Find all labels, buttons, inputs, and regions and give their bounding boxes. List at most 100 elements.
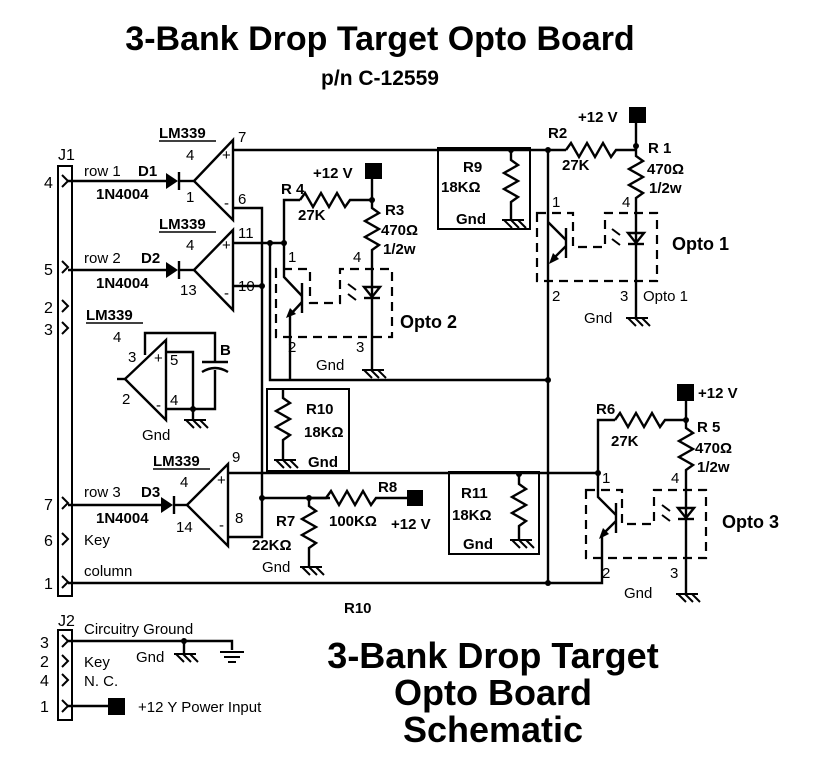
- footer-title-line3: Schematic: [403, 709, 583, 750]
- svg-text:9: 9: [232, 449, 240, 466]
- svg-text:13: 13: [180, 282, 197, 299]
- svg-text:+12 V: +12 V: [578, 109, 618, 126]
- svg-text:470Ω: 470Ω: [381, 222, 418, 239]
- footer-title-line2: Opto Board: [394, 672, 592, 713]
- j1-pin-5: 5: [44, 262, 53, 279]
- svg-text:1/2w: 1/2w: [383, 241, 416, 258]
- svg-text:8: 8: [235, 510, 243, 527]
- svg-text:R10: R10: [306, 401, 334, 418]
- svg-text:4: 4: [622, 194, 630, 211]
- connector-j2: J2 3 2 4 1 Circuitry Ground Key N. C. +1…: [40, 613, 262, 721]
- opto-1-circuit: R2 27K +12 V R 1 470Ω 1/2w 1 4 2 3 Gnd O…: [535, 107, 729, 583]
- schematic-title: 3-Bank Drop Target Opto Board: [125, 20, 634, 58]
- svg-text:1/2w: 1/2w: [649, 180, 682, 197]
- svg-text:-: -: [224, 195, 229, 212]
- svg-text:Gnd: Gnd: [142, 427, 170, 444]
- svg-text:100KΩ: 100KΩ: [329, 513, 377, 530]
- j1-label: J1: [58, 147, 75, 164]
- diode-d3: [161, 496, 176, 514]
- row1-label: row 1: [84, 163, 121, 180]
- diode-d2: [166, 261, 181, 279]
- svg-text:3: 3: [40, 635, 49, 652]
- svg-text:3: 3: [128, 349, 136, 366]
- svg-text:R 1: R 1: [648, 140, 671, 157]
- comparator-2: + - LM339 4 13 11 10: [159, 216, 255, 313]
- svg-text:27K: 27K: [562, 157, 590, 174]
- comparator-4-part: LM339: [153, 453, 200, 470]
- j1-pin-3: 3: [44, 322, 53, 339]
- j1-pin-4: 4: [44, 175, 53, 192]
- resistor-r8: R8 100KΩ +12 V: [309, 479, 431, 533]
- svg-text:R7: R7: [276, 513, 295, 530]
- svg-text:22KΩ: 22KΩ: [252, 537, 292, 554]
- footer-title-line1: 3-Bank Drop Target: [327, 635, 658, 676]
- svg-text:2: 2: [602, 565, 610, 582]
- svg-text:Gnd: Gnd: [463, 536, 493, 553]
- svg-text:2: 2: [40, 654, 49, 671]
- svg-text:R9: R9: [463, 159, 482, 176]
- j1-pin-1: 1: [44, 576, 53, 593]
- svg-text:18KΩ: 18KΩ: [452, 507, 492, 524]
- svg-text:3: 3: [620, 288, 628, 305]
- svg-text:R2: R2: [548, 125, 567, 142]
- comparator-1: + - LM339 4 1 7 6: [159, 125, 246, 223]
- resistor-r10: R10 18KΩ Gnd: [266, 388, 350, 472]
- svg-text:1: 1: [602, 470, 610, 487]
- j1-pin-7: 7: [44, 497, 53, 514]
- svg-text:+: +: [222, 147, 231, 164]
- j1-column-label: column: [84, 563, 132, 580]
- comparator-3-part: LM339: [86, 307, 133, 324]
- svg-text:N. C.: N. C.: [84, 673, 118, 690]
- diode-d1: [166, 172, 181, 190]
- d1-part: 1N4004: [96, 186, 149, 203]
- svg-text:3: 3: [356, 339, 364, 356]
- svg-text:-: -: [156, 397, 161, 414]
- svg-text:Gnd: Gnd: [262, 559, 290, 576]
- svg-text:6: 6: [238, 191, 246, 208]
- svg-text:+12 Y Power Input: +12 Y Power Input: [138, 699, 262, 716]
- svg-text:7: 7: [238, 129, 246, 146]
- svg-text:Gnd: Gnd: [584, 310, 612, 327]
- svg-text:470Ω: 470Ω: [647, 161, 684, 178]
- svg-text:2: 2: [288, 339, 296, 356]
- part-number: p/n C-12559: [321, 67, 439, 90]
- svg-text:Gnd: Gnd: [624, 585, 652, 602]
- svg-text:R 5: R 5: [697, 419, 720, 436]
- svg-text:-: -: [219, 517, 224, 534]
- opto-2-circuit: R 4 27K +12 V R3 470Ω 1/2w 1 4 2 3 Gnd O…: [274, 163, 457, 380]
- stray-r10-label: R10: [344, 600, 372, 617]
- svg-text:27K: 27K: [298, 207, 326, 224]
- comparator-4: + - LM339 4 14 9 8: [153, 449, 243, 549]
- d3-ref: D3: [141, 484, 160, 501]
- resistor-r11: R11 18KΩ Gnd: [448, 471, 540, 555]
- svg-text:4: 4: [113, 329, 121, 346]
- capacitor-b: B: [201, 342, 231, 374]
- svg-text:470Ω: 470Ω: [695, 440, 732, 457]
- svg-text:1/2w: 1/2w: [697, 459, 730, 476]
- comparator-3: LM339 4 3 2 + - 5 4 Gnd: [86, 307, 217, 444]
- opto-3-circuit: R6 27K +12 V R 5 470Ω 1/2w 1 4 2 3 Gnd O…: [545, 384, 779, 603]
- svg-text:1: 1: [186, 189, 194, 206]
- svg-text:2: 2: [122, 391, 130, 408]
- svg-text:+12 V: +12 V: [313, 165, 353, 182]
- svg-text:+12 V: +12 V: [391, 516, 431, 533]
- svg-text:4: 4: [186, 147, 194, 164]
- svg-text:Key: Key: [84, 654, 110, 671]
- svg-text:1: 1: [288, 249, 296, 266]
- d3-part: 1N4004: [96, 510, 149, 527]
- svg-text:R 4: R 4: [281, 181, 305, 198]
- svg-text:Gnd: Gnd: [308, 454, 338, 471]
- svg-text:Gnd: Gnd: [456, 211, 486, 228]
- svg-text:1: 1: [552, 194, 560, 211]
- opto-2-label: Opto 2: [400, 312, 457, 332]
- svg-text:4: 4: [353, 249, 361, 266]
- svg-text:R3: R3: [385, 202, 404, 219]
- d2-part: 1N4004: [96, 275, 149, 292]
- j1-pin-2: 2: [44, 300, 53, 317]
- row3-label: row 3: [84, 484, 121, 501]
- svg-text:18KΩ: 18KΩ: [441, 179, 481, 196]
- svg-text:R8: R8: [378, 479, 397, 496]
- svg-text:18KΩ: 18KΩ: [304, 424, 344, 441]
- opto-3-label: Opto 3: [722, 512, 779, 532]
